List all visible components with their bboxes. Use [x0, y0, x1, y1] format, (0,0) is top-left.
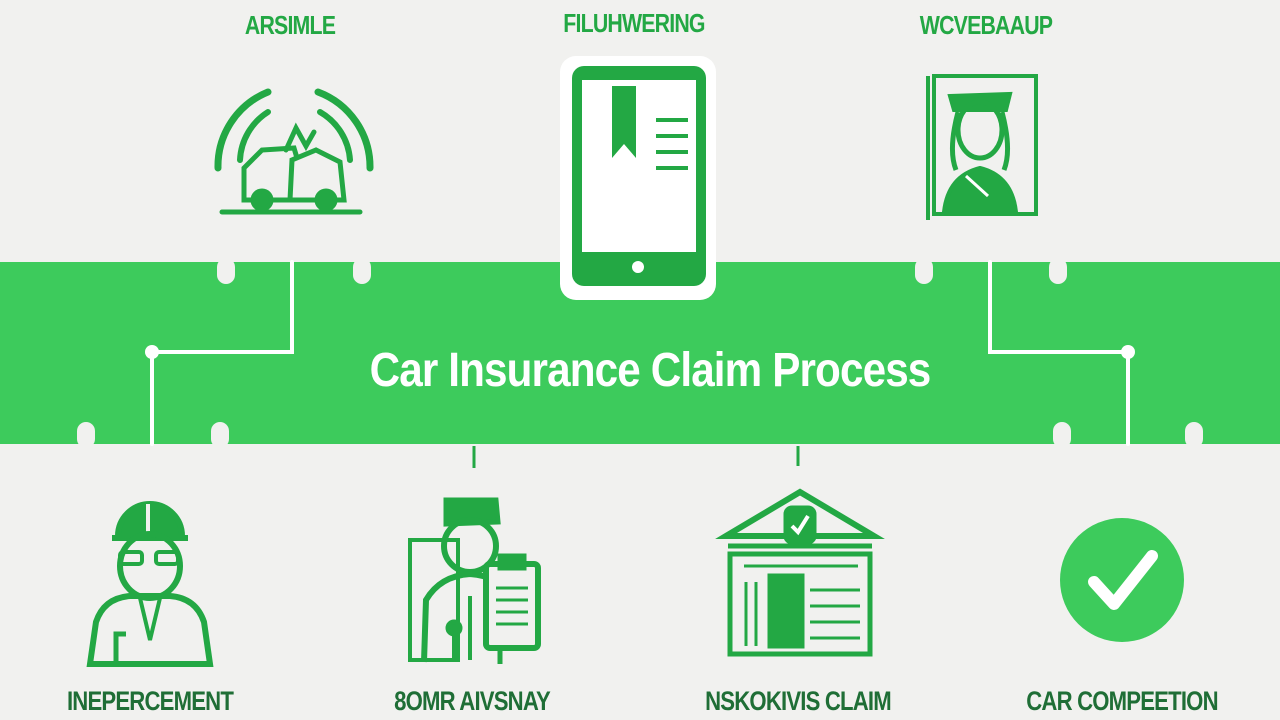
top-step-2-label: FILUHWERING: [563, 8, 705, 38]
connector-lines: [150, 260, 1130, 446]
top-step-1-label: ARSIMLE: [244, 10, 336, 40]
bottom-step-3-label: NSKOKIVIS CLAIM: [705, 686, 892, 716]
band-notches-top: [145, 258, 1135, 359]
doctor-clipboard-icon: [408, 497, 541, 664]
bank-approval-icon: [715, 488, 885, 657]
connector-ticks: [472, 446, 800, 468]
checkmark-circle-icon: [1060, 518, 1184, 642]
person-portrait-icon: [926, 74, 1038, 220]
diagram-title: Car Insurance Claim Process: [369, 344, 932, 397]
car-accident-icon: [214, 88, 374, 215]
bottom-step-1-label: INEPERCEMENT: [66, 686, 234, 716]
band-notches-bottom: [77, 422, 1203, 448]
bottom-step-4-label: CAR COMPEETION: [1026, 686, 1218, 716]
smartphone-document-icon: [560, 56, 716, 300]
top-step-3-label: WCVEBAAUP: [919, 10, 1053, 40]
bottom-step-2-label: 8OMR AIVSNAY: [394, 686, 551, 716]
adjuster-hardhat-icon: [86, 501, 214, 667]
